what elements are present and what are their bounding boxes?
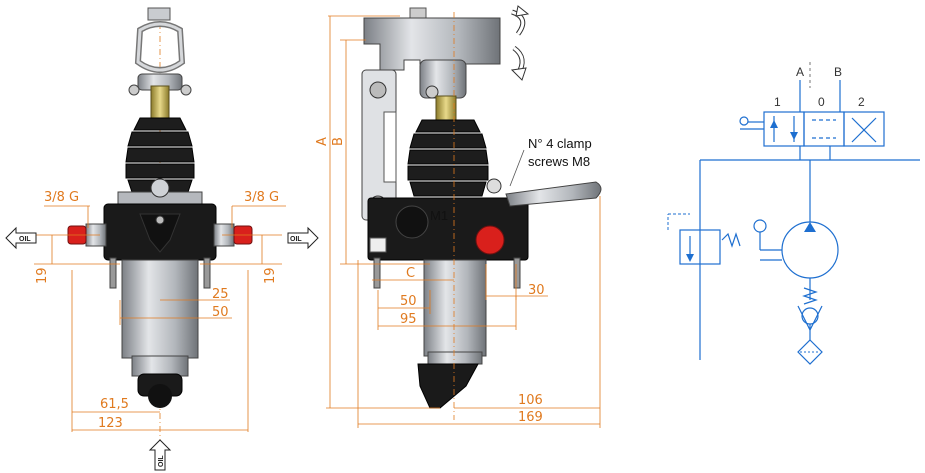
note-clamp-line1: N° 4 clamp [528, 136, 592, 151]
rubber-bellows [125, 117, 195, 193]
hydraulic-schematic: A B 1 0 2 [667, 62, 920, 365]
dim-123: 123 [98, 416, 123, 431]
svg-text:OIL: OIL [158, 455, 165, 467]
dim-106: 106 [518, 393, 543, 408]
dim-C: C [406, 266, 415, 281]
svg-text:OIL: OIL [290, 236, 302, 243]
lever-head [361, 7, 501, 221]
dim-30: 30 [528, 283, 545, 298]
side-view: M1 A B C 30 50 95 106 169 [315, 5, 602, 428]
dim-B: B [331, 137, 346, 146]
oil-arrow-right: OIL [287, 226, 319, 250]
rotate-up-icon [511, 5, 530, 36]
dim-side-50: 50 [400, 294, 417, 309]
svg-text:OIL: OIL [19, 236, 31, 243]
pos-1-label: 1 [774, 95, 781, 109]
oil-arrow-left: OIL [5, 226, 37, 250]
oil-arrow-bottom: OIL [148, 439, 172, 471]
dim-19-left: 19 [35, 267, 50, 284]
front-view: 3/8 G 3/8 G 19 19 25 50 61,5 123 OIL [5, 7, 319, 471]
port-A-label: A [796, 65, 804, 79]
dim-port-right: 3/8 G [244, 190, 279, 205]
note-clamp-line2: screws M8 [528, 154, 590, 169]
side-body: M1 [367, 178, 602, 409]
pos-2-label: 2 [858, 95, 865, 109]
dim-61-5: 61,5 [100, 397, 129, 412]
block-label: M1 [430, 208, 448, 223]
rotate-down-icon [510, 45, 527, 81]
bellows-side [407, 119, 489, 197]
dim-169: 169 [518, 410, 543, 425]
port-B-label: B [834, 65, 842, 79]
dim-port-left: 3/8 G [44, 190, 79, 205]
dim-19-right: 19 [263, 267, 278, 284]
pos-0-label: 0 [818, 95, 825, 109]
dim-25: 25 [212, 287, 229, 302]
dim-95: 95 [400, 312, 417, 327]
handle-fork [128, 7, 192, 121]
dim-50: 50 [212, 305, 229, 320]
dim-A: A [315, 137, 330, 146]
